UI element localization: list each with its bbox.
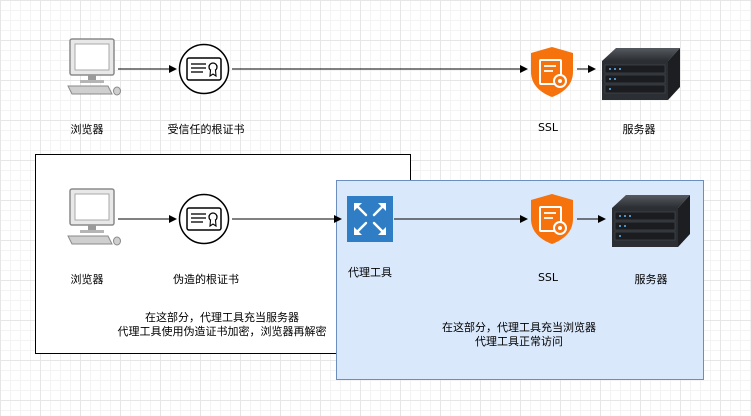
- right-note: 在这部分，代理工具充当浏览器 代理工具正常访问: [442, 321, 596, 349]
- top-cert-label: 受信任的根证书: [167, 123, 245, 136]
- computer-icon: [67, 188, 121, 246]
- bottom-ssl-label: SSL: [537, 271, 559, 284]
- proxy-switch-icon: [347, 196, 393, 242]
- certificate-icon: [178, 43, 230, 95]
- ssl-shield-icon: [531, 194, 573, 244]
- proxy-label: 代理工具: [348, 266, 392, 279]
- right-note-line1: 在这部分，代理工具充当浏览器: [442, 321, 596, 334]
- left-note-line1: 在这部分，代理工具充当服务器: [145, 311, 299, 324]
- left-note-line2: 代理工具使用伪造证书加密，浏览器再解密: [117, 325, 327, 338]
- top-ssl-label: SSL: [537, 121, 559, 134]
- bottom-browser-label: 浏览器: [70, 273, 104, 286]
- server-icon: [612, 195, 690, 247]
- fake-certificate-icon: [178, 193, 230, 245]
- bottom-cert-label: 伪造的根证书: [173, 273, 239, 286]
- bottom-server-label: 服务器: [634, 273, 668, 286]
- ssl-shield-icon: [531, 47, 573, 97]
- top-browser-label: 浏览器: [70, 123, 104, 136]
- right-note-line2: 代理工具正常访问: [475, 335, 563, 348]
- left-note: 在这部分，代理工具充当服务器 代理工具使用伪造证书加密，浏览器再解密: [118, 311, 327, 339]
- computer-icon: [67, 38, 121, 96]
- top-server-label: 服务器: [622, 123, 656, 136]
- server-icon: [602, 48, 680, 100]
